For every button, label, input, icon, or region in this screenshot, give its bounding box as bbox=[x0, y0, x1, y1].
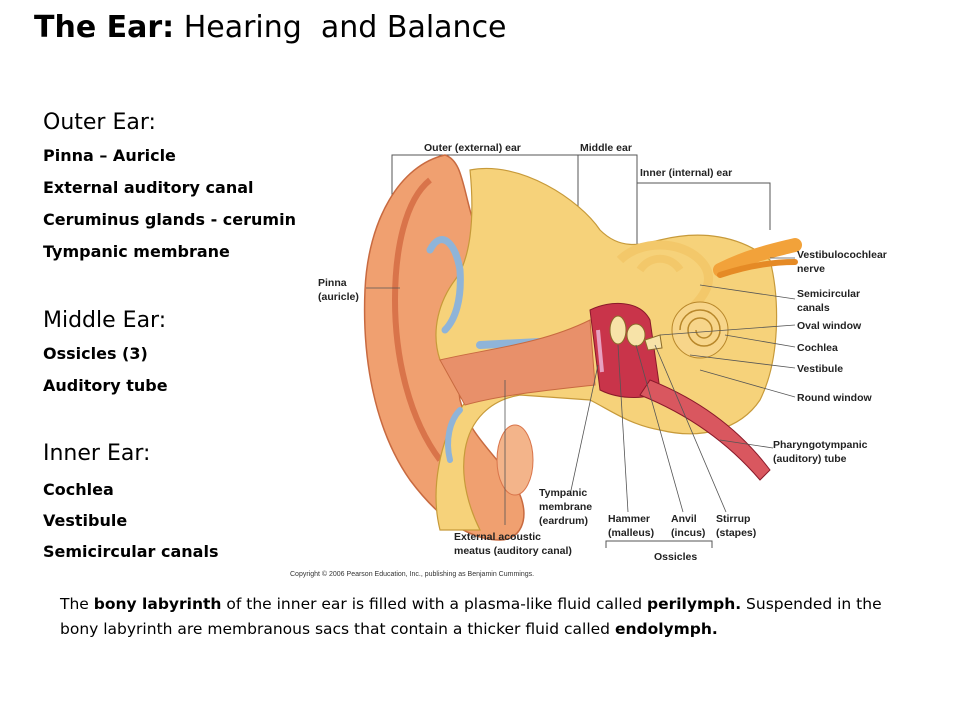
leader-lines bbox=[366, 257, 796, 525]
para-bold-term: bony labyrinth bbox=[93, 595, 222, 613]
inner-ear-item: Vestibule bbox=[43, 511, 128, 530]
ossicles-shapes bbox=[609, 315, 663, 351]
outer-ear-item: Tympanic membrane bbox=[43, 242, 230, 261]
title-bold: The Ear: bbox=[34, 10, 175, 45]
label-eardrum: (eardrum) bbox=[539, 515, 588, 527]
para-text: Suspended in the bony labyrinth are memb… bbox=[60, 595, 882, 638]
label-stirrup: Stirrup bbox=[716, 513, 750, 525]
label-auricle: (auricle) bbox=[318, 291, 359, 303]
label-round-window: Round window bbox=[797, 392, 872, 404]
label-ossicles: Ossicles bbox=[654, 551, 697, 563]
label-external-acoustic: External acoustic bbox=[454, 531, 541, 543]
middle-ear-heading: Middle Ear: bbox=[43, 308, 167, 333]
label-incus: (incus) bbox=[671, 527, 705, 539]
label-stapes: (stapes) bbox=[716, 527, 756, 539]
para-bold-term: perilymph. bbox=[646, 595, 742, 613]
label-meatus: meatus (auditory canal) bbox=[454, 545, 572, 557]
inner-ear-item: Cochlea bbox=[43, 480, 114, 499]
label-hammer: Hammer bbox=[608, 513, 650, 525]
label-pharyngotympanic: Pharyngotympanic bbox=[773, 439, 868, 451]
label-pinna: Pinna bbox=[318, 277, 347, 289]
label-nerve: nerve bbox=[797, 263, 825, 275]
page-title: The Ear: Hearing and Balance bbox=[34, 10, 507, 45]
middle-ear-item: Ossicles (3) bbox=[43, 344, 148, 363]
title-rest: Hearing and Balance bbox=[174, 10, 507, 45]
outer-ear-item: External auditory canal bbox=[43, 178, 254, 197]
label-canals: canals bbox=[797, 302, 830, 314]
label-anvil: Anvil bbox=[671, 513, 697, 525]
outer-ear-heading: Outer Ear: bbox=[43, 110, 156, 135]
ear-anatomy-diagram: Outer (external) ear Middle ear Inner (i… bbox=[290, 142, 887, 578]
label-auditory-tube: (auditory) tube bbox=[773, 453, 847, 465]
label-vestibule: Vestibule bbox=[797, 363, 843, 375]
label-oval-window: Oval window bbox=[797, 320, 862, 332]
label-outer-ear: Outer (external) ear bbox=[424, 142, 521, 154]
copyright-text: Copyright © 2006 Pearson Education, Inc.… bbox=[290, 570, 534, 578]
description-paragraph: The bony labyrinth of the inner ear is f… bbox=[60, 592, 900, 642]
label-tympanic: Tympanic bbox=[539, 487, 587, 499]
para-text: of the inner ear is filled with a plasma… bbox=[221, 595, 647, 613]
label-malleus: (malleus) bbox=[608, 527, 654, 539]
label-vestibulocochlear: Vestibulocochlear bbox=[797, 249, 887, 261]
auditory-canal bbox=[439, 319, 596, 406]
para-text: The bbox=[60, 595, 94, 613]
label-membrane: membrane bbox=[539, 501, 592, 513]
label-inner-ear: Inner (internal) ear bbox=[640, 167, 732, 179]
inner-ear-heading: Inner Ear: bbox=[43, 441, 151, 466]
label-middle-ear: Middle ear bbox=[580, 142, 632, 154]
inner-ear-shapes bbox=[616, 238, 802, 359]
outer-ear-item: Pinna – Auricle bbox=[43, 146, 176, 165]
middle-ear-item: Auditory tube bbox=[43, 376, 168, 395]
label-semicircular: Semicircular bbox=[797, 288, 860, 300]
inner-ear-item: Semicircular canals bbox=[43, 542, 219, 561]
outer-ear-item: Ceruminus glands - cerumin bbox=[43, 210, 296, 229]
para-bold-term: endolymph. bbox=[614, 620, 718, 638]
label-cochlea: Cochlea bbox=[797, 342, 838, 354]
